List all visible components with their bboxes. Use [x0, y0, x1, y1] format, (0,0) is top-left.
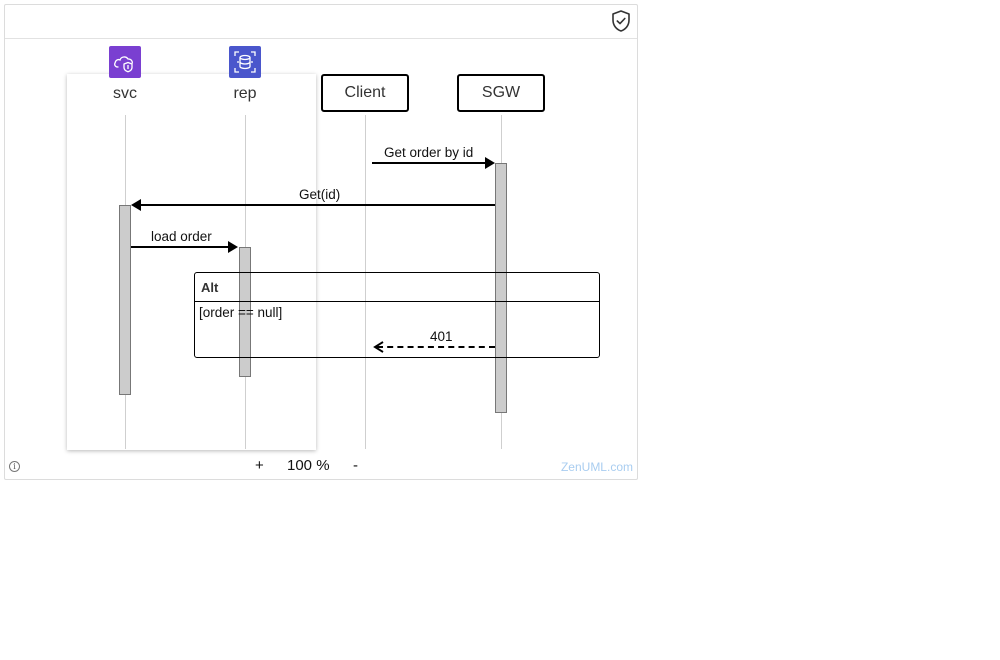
alt-fragment[interactable]: Alt [order == null] [194, 272, 600, 358]
activation-rep [239, 247, 251, 377]
fragment-header [195, 273, 599, 302]
message-arrow [131, 246, 229, 248]
diagram-frame: svc rep Client SGW Get order by id Get(i… [4, 4, 638, 480]
activation-sgw [495, 163, 507, 413]
database-scan-icon [229, 46, 261, 78]
fragment-title: Alt [201, 280, 219, 295]
message-arrow [141, 204, 495, 206]
info-icon[interactable]: i [9, 461, 20, 472]
zoom-level: 100 % [287, 457, 330, 474]
zoom-in-button[interactable]: + [255, 457, 264, 474]
return-arrow [377, 346, 495, 348]
participant-box-sgw[interactable]: SGW [457, 74, 545, 112]
diagram-footer: i + 100 % - ZenUML.com [5, 455, 637, 479]
lifeline-client [365, 115, 366, 449]
participant-label-svc[interactable]: svc [113, 85, 137, 102]
shield-check-icon[interactable] [609, 9, 633, 33]
cloud-shield-icon [109, 46, 141, 78]
activation-svc [119, 205, 131, 395]
participant-group [67, 74, 316, 450]
message-label[interactable]: Get order by id [384, 145, 474, 160]
message-label[interactable]: 401 [430, 329, 453, 344]
brand-link[interactable]: ZenUML.com [560, 460, 633, 474]
arrowhead-right-icon [228, 241, 238, 253]
participant-label-rep[interactable]: rep [233, 85, 257, 102]
fragment-condition[interactable]: [order == null] [199, 305, 283, 320]
zoom-out-button[interactable]: - [353, 457, 358, 474]
message-label[interactable]: load order [151, 229, 212, 244]
arrowhead-left-icon [131, 199, 141, 211]
participant-box-client[interactable]: Client [321, 74, 409, 112]
arrowhead-right-icon [485, 157, 495, 169]
diagram-toolbar [5, 5, 637, 39]
message-arrow [372, 162, 486, 164]
message-label[interactable]: Get(id) [299, 187, 341, 202]
